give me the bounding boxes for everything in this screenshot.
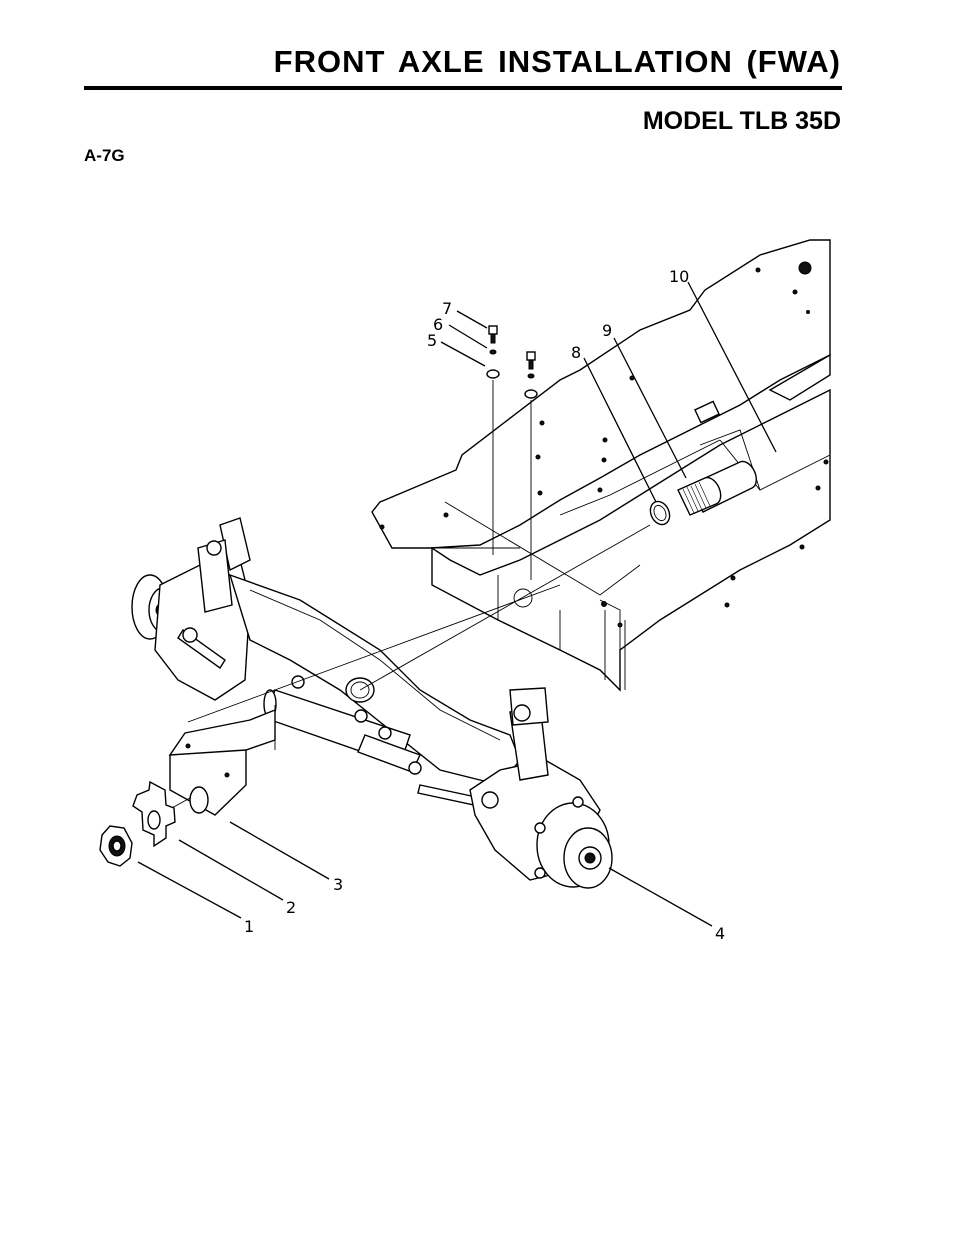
bolt-hardware [486, 325, 538, 580]
pivot-tube [649, 460, 757, 526]
page-title: FRONT AXLE INSTALLATION (FWA) [273, 44, 841, 79]
callout-9: 9 [602, 321, 612, 340]
figure-code: A-7G [84, 146, 125, 165]
callout-3: 3 [333, 875, 343, 894]
hex-nut [99, 825, 133, 867]
front-axle-assembly [131, 517, 613, 889]
model-label: MODEL TLB 35D [642, 107, 841, 135]
front-support-bracket [149, 708, 276, 821]
callout-1: 1 [244, 917, 254, 936]
title-rule [84, 86, 842, 90]
leader-lines [137, 281, 777, 927]
tractor-frame [371, 239, 831, 692]
callout-7: 7 [442, 299, 452, 318]
callout-10: 10 [669, 267, 689, 286]
callout-2: 2 [286, 898, 296, 917]
alignment-lines [187, 524, 651, 750]
callout-8: 8 [571, 343, 581, 362]
callout-6: 6 [433, 315, 443, 334]
lock-washer [132, 780, 176, 848]
callout-4: 4 [715, 924, 725, 943]
callout-5: 5 [427, 331, 437, 350]
callout-labels: 1 2 3 4 5 6 7 8 9 10 [244, 267, 725, 943]
